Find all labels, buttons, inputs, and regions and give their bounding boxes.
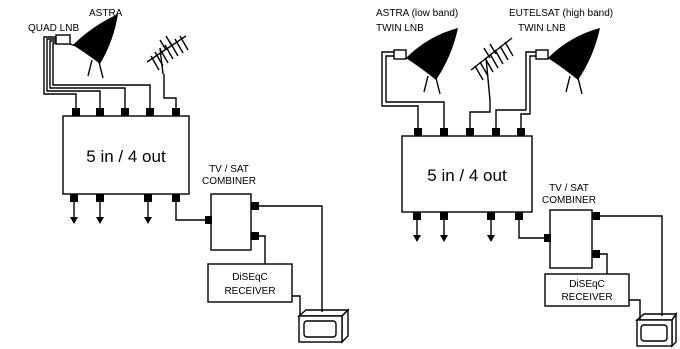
right-astra-dish-icon (403, 28, 458, 95)
left-satellite-dish-icon (69, 14, 118, 79)
right-twin-lnb-label-1: TWIN LNB (376, 23, 424, 34)
left-quad-lnb-label: QUAD LNB (28, 23, 79, 34)
right-eutelsat-label: EUTELSAT (high band) (509, 8, 613, 19)
right-twin-lnb-icon-1 (393, 49, 407, 60)
right-receiver-label-1: DiSEqC (569, 279, 605, 290)
right-diseqc-receiver-box (544, 273, 630, 307)
left-astra-label: ASTRA (89, 8, 123, 19)
right-tv-antenna-icon (470, 37, 514, 101)
right-output-arrows (413, 220, 495, 242)
right-twin-lnb-icon-2 (535, 49, 549, 60)
right-combiner-label-1: TV / SAT (549, 183, 589, 194)
right-tv-icon (635, 311, 678, 348)
left-combiner-label-2: COMBINER (202, 176, 256, 187)
left-tv-sat-combiner-box (210, 193, 252, 251)
left-diagram: QUAD LNB ASTRA (28, 8, 350, 344)
left-multiswitch-box (62, 115, 190, 195)
left-multiswitch-label: 5 in / 4 out (86, 147, 166, 166)
right-astra-label: ASTRA (low band) (376, 8, 458, 19)
left-diseqc-receiver-box (207, 263, 293, 303)
left-output-arrows (70, 202, 152, 224)
right-multiswitch-box (401, 135, 533, 213)
right-diagram: ASTRA (low band) EUTELSAT (high band) TW… (376, 8, 678, 348)
left-combiner-label-1: TV / SAT (209, 164, 249, 175)
right-combiner-label-2: COMBINER (542, 195, 596, 206)
right-multiswitch-label: 5 in / 4 out (427, 166, 507, 185)
right-tv-sat-combiner-box (549, 209, 593, 269)
left-tv-icon (297, 308, 350, 344)
left-receiver-label-2: RECEIVER (224, 286, 275, 297)
left-receiver-label-1: DiSEqC (232, 272, 268, 283)
left-tv-antenna-icon (146, 35, 189, 75)
left-quad-cables (43, 36, 177, 110)
right-eutelsat-dish-icon (545, 28, 600, 95)
right-cables (381, 51, 536, 130)
right-twin-lnb-label-2: TWIN LNB (518, 23, 566, 34)
right-receiver-label-2: RECEIVER (561, 292, 612, 303)
left-quad-lnb-icon (55, 34, 71, 45)
